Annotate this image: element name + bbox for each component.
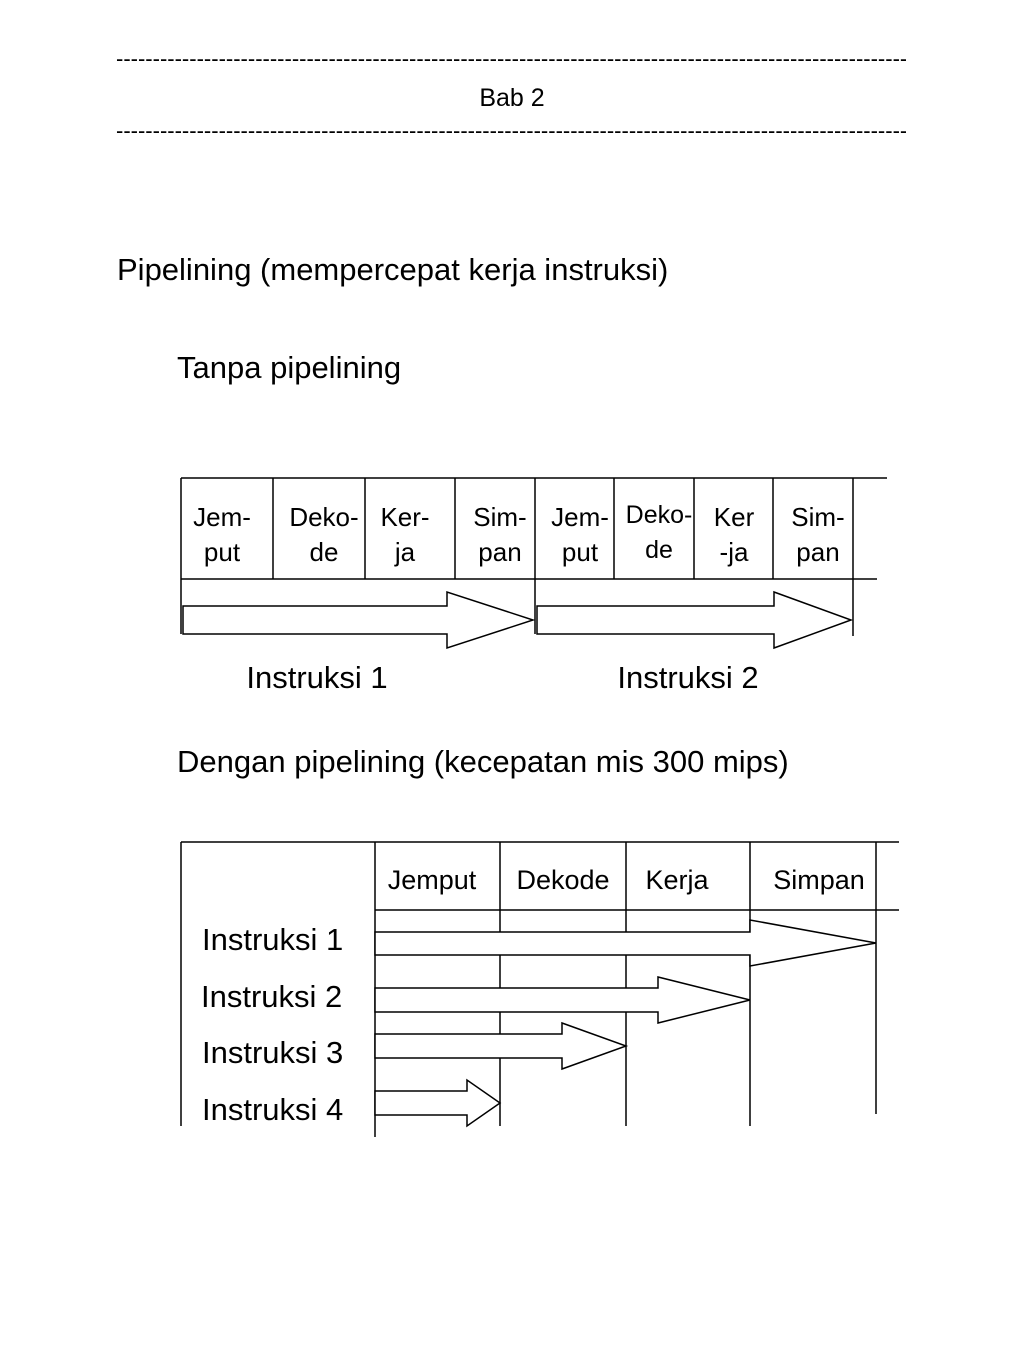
stage-label-line2: put [562,537,599,567]
stage-column-header: Dekode [516,865,609,895]
stage-label-line1: Deko- [626,501,693,529]
instruction-2-arrow [374,976,751,1024]
section-heading-with-pipelining: Dengan pipelining (kecepatan mis 300 mip… [177,744,789,779]
instruction-1-arrow [182,590,536,650]
diagram-without-pipelining: Jem- put Deko- de Ker- ja Sim- pan Jem- … [180,477,887,695]
instruction-label: Instruksi 1 [246,660,387,695]
stage-label-line1: Ker [714,502,755,532]
stage-label-line1: Jem- [193,502,251,532]
diagram-with-pipelining: Jemput Dekode Kerja Simpan Instruksi 1 I… [180,841,899,1137]
instruction-2-arrow [536,590,854,650]
instruction-3-arrow [374,1021,629,1071]
instruction-label: Instruksi 4 [202,1092,343,1127]
header-rule-bottom: ----------------------------------------… [116,118,906,143]
stage-label-line1: Sim- [473,502,526,532]
instruction-label: Instruksi 2 [201,979,342,1014]
instruction-1-arrow [374,919,877,967]
stage-label-line1: Sim- [791,502,844,532]
page-title: Pipelining (mempercepat kerja instruksi) [117,252,669,287]
stage-label-line1: Ker- [380,502,429,532]
chapter-title: Bab 2 [479,84,545,112]
stage-column-header: Jemput [388,865,477,895]
header-rule-top: ----------------------------------------… [116,46,906,71]
stage-label-line1: Deko- [289,502,358,532]
stage-label-line2: pan [478,537,521,567]
instruction-label: Instruksi 1 [202,922,343,957]
stage-label-line2: de [310,537,339,567]
stage-label-line2: put [204,537,241,567]
stage-label-line2: pan [796,537,839,567]
stage-column-header: Simpan [773,865,865,895]
stage-label-line2: de [645,536,673,564]
stage-label-line2: -ja [720,537,749,567]
stage-label-line1: Jem- [551,502,609,532]
instruction-label: Instruksi 3 [202,1035,343,1070]
stage-column-header: Kerja [645,865,709,895]
instruction-label: Instruksi 2 [617,660,758,695]
stage-label-line2: ja [394,537,416,567]
section-heading-without-pipelining: Tanpa pipelining [177,350,402,385]
instruction-4-arrow [374,1078,502,1128]
